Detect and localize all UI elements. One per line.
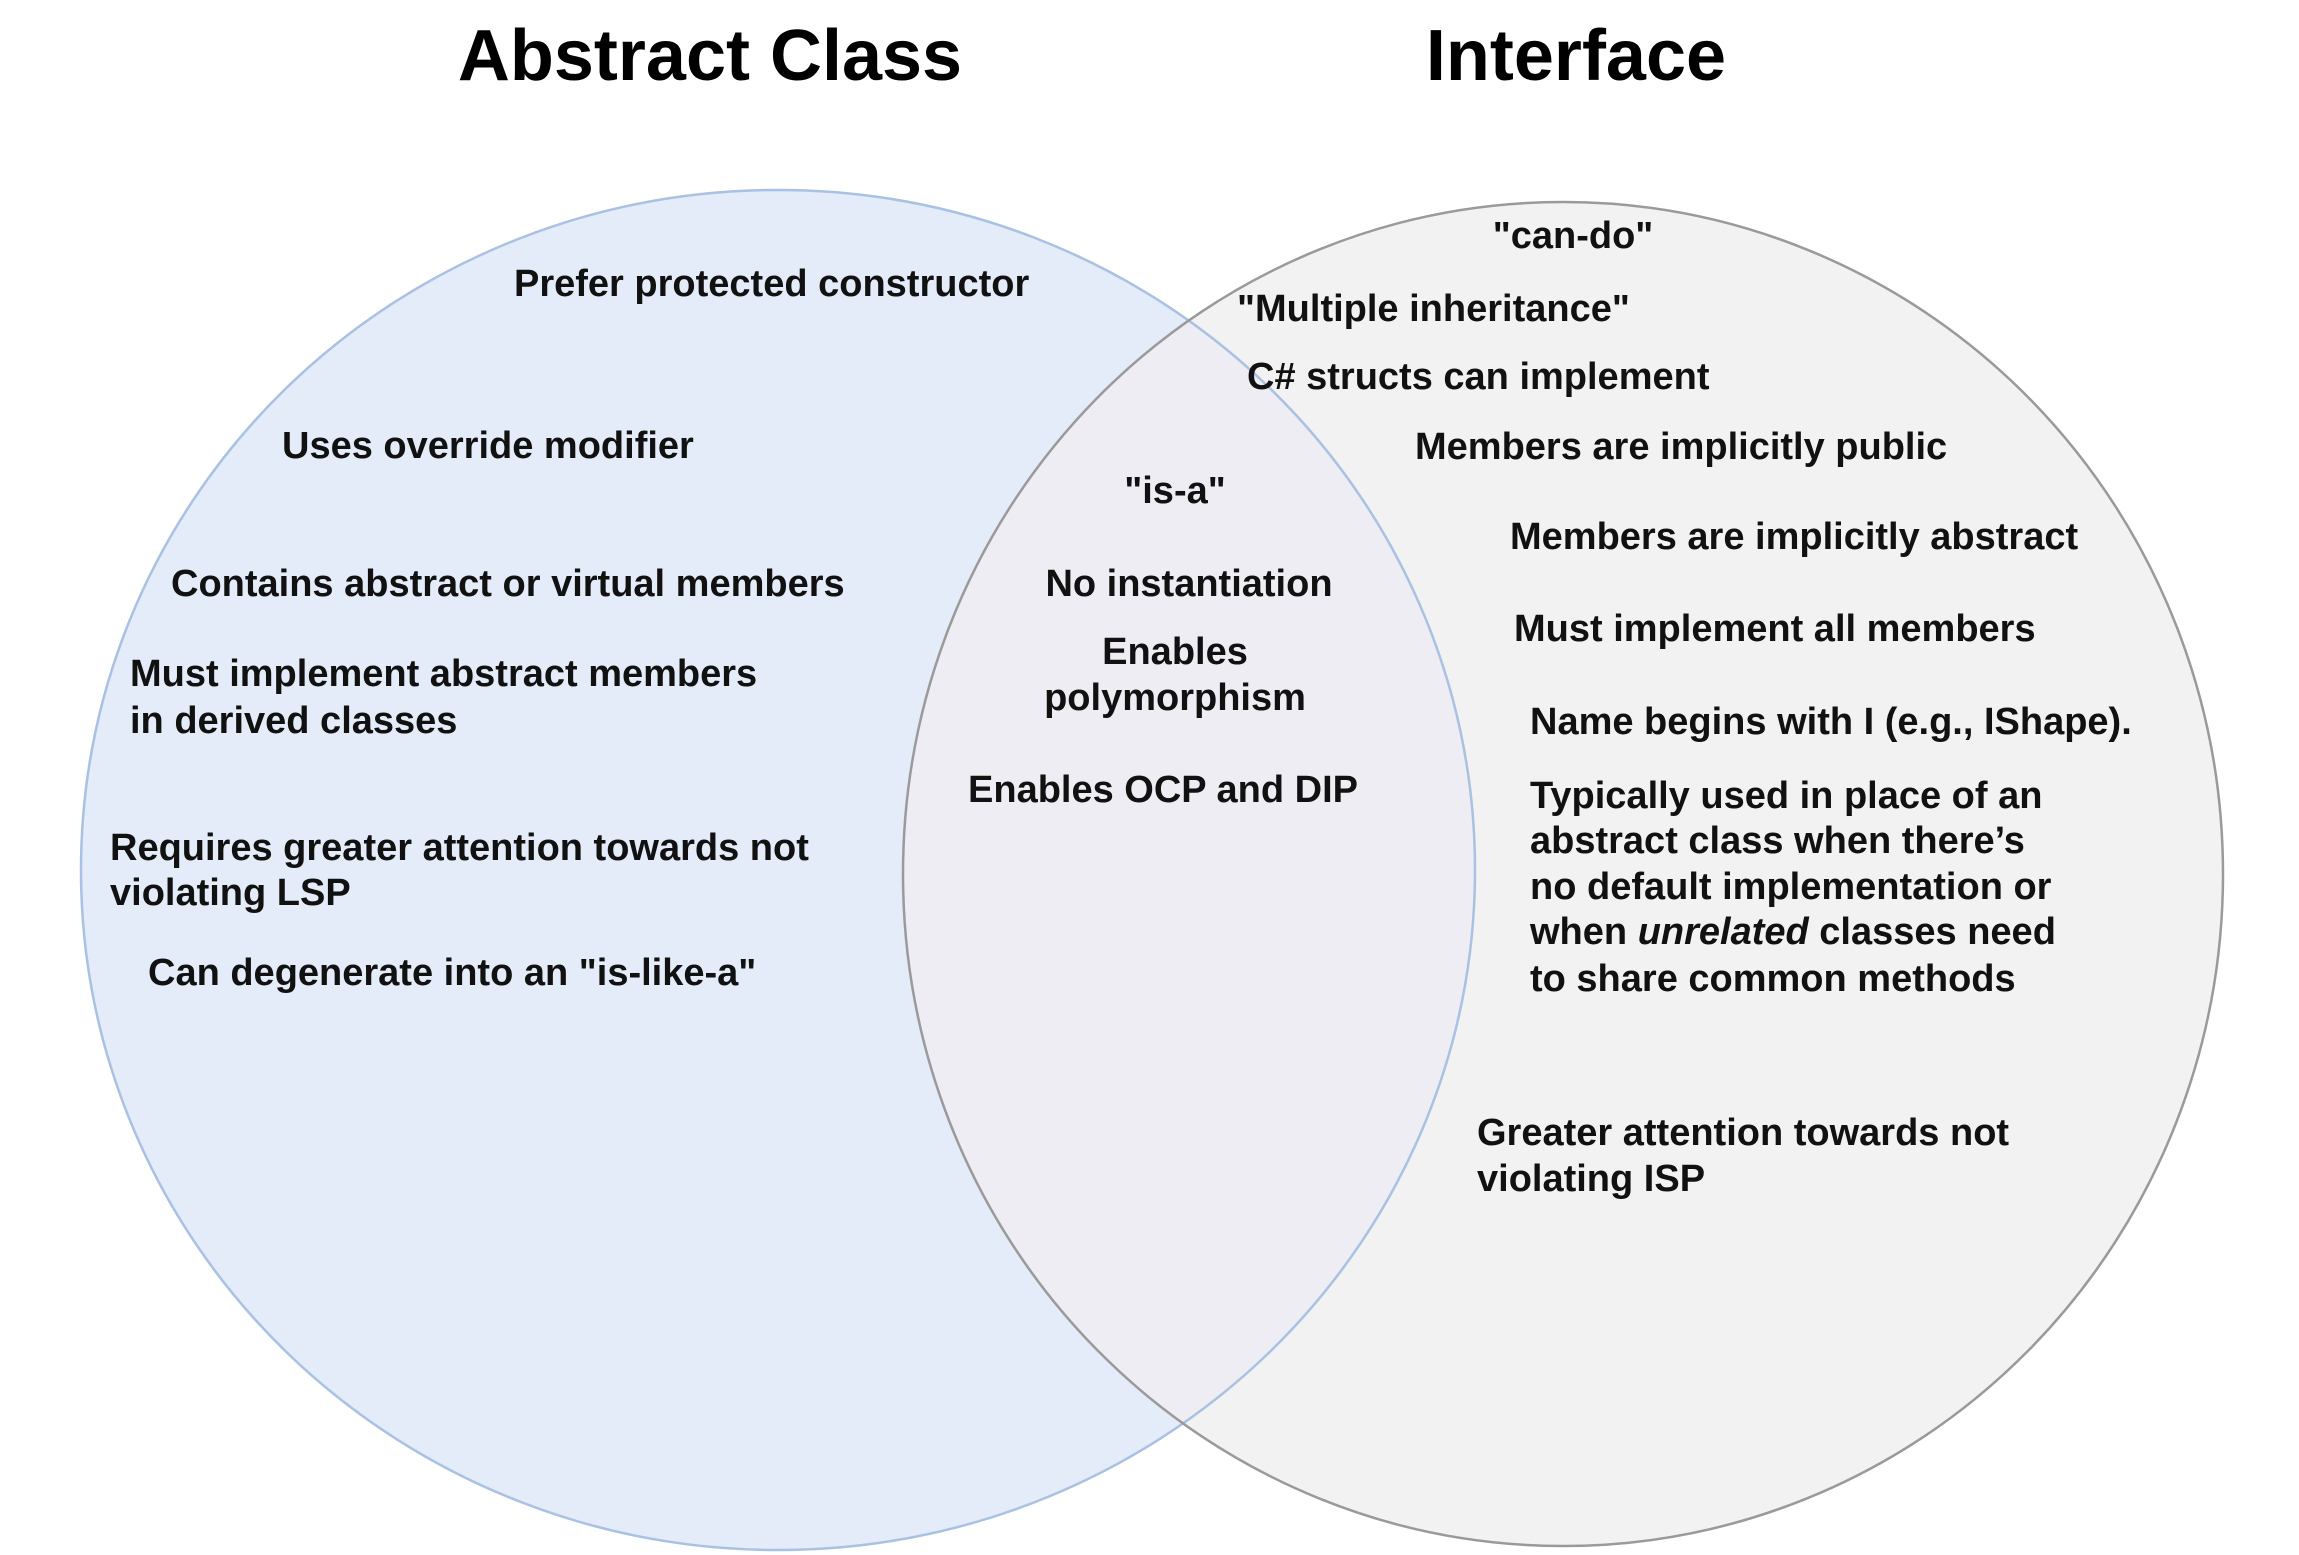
shared-label-enables-polymorphism-line2: polymorphism [1044,677,1306,719]
interface-title: Interface [1426,16,1726,96]
interface-label-typically-used-line1: Typically used in place of an [1530,775,2042,817]
interface-label-attention-isp-line2: violating ISP [1477,1158,1705,1200]
interface-label-structs-can-implement: C# structs can implement [1247,356,1710,398]
abstract-label-can-degenerate: Can degenerate into an "is-like-a" [148,952,756,994]
interface-label-can-do: "can-do" [1493,215,1654,257]
interface-label-typically-used-line3: no default implementation or [1530,866,2052,908]
interface-label-multiple-inheritance: "Multiple inheritance" [1237,288,1630,330]
interface-label-typically-used-line4: when unrelated classes need [1529,911,2056,953]
interface-label-typically-used-line5: to share common methods [1530,958,2016,1000]
abstract-class-title: Abstract Class [458,16,962,96]
interface-label-implicitly-abstract: Members are implicitly abstract [1510,516,2078,558]
interface-label-implicitly-public: Members are implicitly public [1415,426,1947,468]
interface-label-attention-isp-line1: Greater attention towards not [1477,1112,2009,1154]
abstract-label-prefer-protected-constructor: Prefer protected constructor [514,263,1029,305]
abstract-label-requires-lsp-line2: violating LSP [110,872,351,914]
shared-label-enables-polymorphism-line1: Enables [1102,631,1248,673]
interface-circle-outline [901,200,2225,1548]
interface-label-name-begins-with-i: Name begins with I (e.g., IShape). [1530,701,2132,743]
abstract-label-requires-lsp-line1: Requires greater attention towards not [110,827,809,869]
shared-label-is-a: "is-a" [1124,470,1226,512]
shared-label-no-instantiation: No instantiation [1045,563,1332,605]
typically-used-line4-emphasis: unrelated [1638,911,1810,953]
abstract-label-uses-override-modifier: Uses override modifier [282,425,694,467]
shared-label-enables-ocp-dip: Enables OCP and DIP [968,769,1358,811]
overlap-region [903,202,1475,1546]
interface-label-must-implement-all: Must implement all members [1514,608,2036,650]
abstract-label-must-implement-line2: in derived classes [130,700,457,742]
abstract-label-contains-abstract-or-virtual: Contains abstract or virtual members [171,563,845,605]
typically-used-line4-post: classes need [1809,911,2056,953]
abstract-class-circle-outline [79,188,1477,1552]
abstract-label-must-implement-line1: Must implement abstract members [130,653,757,695]
interface-label-typically-used-line2: abstract class when there’s [1530,820,2025,862]
typically-used-line4-pre: when [1529,911,1638,953]
